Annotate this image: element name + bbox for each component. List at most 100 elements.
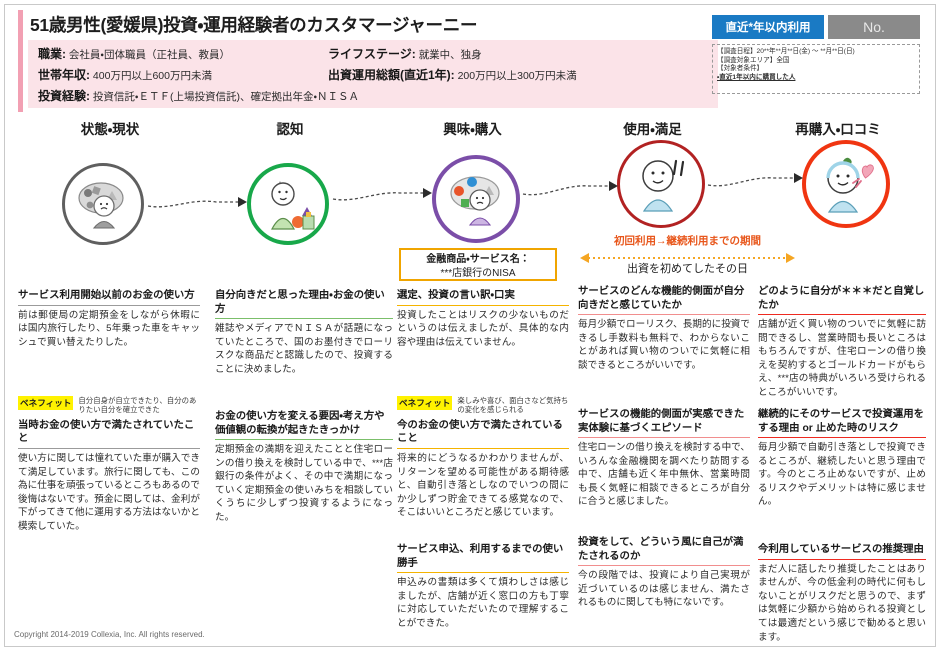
period-label: 初回利用→継続利用までの期間 — [614, 235, 761, 247]
journey-arrow-1 — [146, 192, 248, 214]
cell-rule — [215, 318, 393, 320]
cell-rule — [397, 304, 569, 306]
cell-body: まだ人に話したり推奨したことはありませんが、今の低金利の時代に何もしないことがリ… — [758, 563, 926, 643]
persona-summary-panel: 職業: 会社員・団体職員（正社員、教員） 世帯年収: 400万円以上600万円未… — [28, 40, 718, 108]
cell-row2-col1: ベネフィット 自分自身が自立できたり、自分のありたい自分を確立できた 当時お金の… — [18, 396, 200, 534]
cell-row3-col5: 今利用しているサービスの推奨理由 まだ人に話したり推奨したことはありませんが、今… — [758, 543, 926, 644]
cell-heading: 自分向きだと思った理由・お金の使い方 — [215, 290, 385, 315]
persona-experience-label: 投資経験: — [38, 89, 90, 103]
cell-row3-col3: サービス申込、利用するまでの使い勝手 申込みの書類は多くて煩わしさは感じましたが… — [397, 543, 569, 630]
persona-experience-value: 投資信託・ＥＴＦ(上場投資信託)、確定拠出年金・ＮＩＳＡ — [92, 91, 360, 103]
stage-label-status: 状態・現状 — [80, 122, 140, 137]
benefit-row: ベネフィット 楽しみや喜び、面白さなど気持ちの変化を感じられる — [397, 396, 569, 415]
cell-heading: 今のお金の使い方で満たされていること — [397, 419, 563, 445]
service-name-box: 金融商品・サービス名： ***店銀行のNISA — [399, 248, 557, 281]
survey-line-area: 【調査対象エリア】全国 — [717, 56, 790, 64]
persona-occupation: 職業: 会社員・団体職員（正社員、教員） — [38, 45, 230, 62]
stage-circle-interest — [432, 155, 520, 243]
persona-amount: 出資運用総額(直近1年): 200万円以上300万円未満 — [328, 66, 577, 83]
survey-line-criteria: 【対象者条件】 — [717, 65, 764, 73]
persona-lifestage-value: 就業中、独身 — [418, 49, 482, 61]
service-name-label: 金融商品・サービス名： — [426, 254, 530, 265]
cell-body: 住宅ローンの借り換えを検討する中で、いろんな金融機関を調べたり訪問する中で、店舗… — [578, 442, 750, 508]
cell-heading: 今利用しているサービスの推奨理由 — [758, 544, 924, 555]
cell-body: 将来的にどうなるかわかりませんが、リターンを望める可能性がある期待感と、自動引き… — [397, 452, 569, 519]
stage-circle-repeat — [802, 140, 890, 228]
journey-arrow-4 — [706, 170, 804, 192]
cell-body: 毎月少額でローリスク、長期的に投資できるし手数料も無料で、わからないことがあれば… — [578, 319, 750, 371]
cell-row2-col4: サービスの機能的側面が実感できた実体験に基づくエピソード 住宅ローンの借り換えを… — [578, 408, 750, 509]
cell-heading: 継続的にそのサービスで投資運用をする理由 or 止めた時のリスク — [758, 409, 925, 434]
survey-info-box: 【調査日程】20**年**月**日(金) ～ **月**日(日) 【調査対象エリ… — [712, 44, 920, 94]
service-name-value: ***店銀行のNISA — [440, 267, 516, 279]
cell-heading: サービス申込、利用するまでの使い勝手 — [397, 544, 564, 569]
cell-row2-col3: ベネフィット 楽しみや喜び、面白さなど気持ちの変化を感じられる 今のお金の使い方… — [397, 396, 569, 520]
persona-income: 世帯年収: 400万円以上600万円未満 — [38, 66, 212, 83]
benefit-row: ベネフィット 自分自身が自立できたり、自分のありたい自分を確立できた — [18, 396, 200, 415]
cell-row1-col3: 選定、投資の言い訳・口実 投資したことはリスクの少ないものだというのは伝えました… — [397, 289, 569, 349]
cell-rule — [578, 565, 750, 567]
cell-row2-col5: 継続的にそのサービスで投資運用をする理由 or 止めた時のリスク 毎月少額で自動… — [758, 408, 926, 509]
number-badge: No. — [828, 15, 920, 39]
cell-body: 前は郵便局の定期預金をしながら休暇には国内旅行したり、5年乗った車をキャッシュで… — [18, 309, 200, 348]
stage-label-interest: 興味・購入 — [443, 122, 502, 137]
persona-income-value: 400万円以上600万円未満 — [92, 70, 212, 82]
copyright-text: Copyright 2014-2019 Collexia, Inc. All r… — [14, 630, 205, 639]
cell-rule — [397, 447, 569, 449]
period-sub-label: 出資を初めてしたその日 — [627, 263, 748, 275]
journey-arrow-3 — [521, 178, 619, 200]
stage-circle-status — [62, 163, 144, 245]
cell-heading: 投資をして、どういう風に自己が満たされるのか — [578, 537, 744, 562]
cell-heading: サービス利用開始以前のお金の使い方 — [18, 290, 195, 301]
page-title: 51歳男性(愛媛県)投資・運用経験者のカスタマージャーニー — [30, 15, 478, 35]
satisfied-person-icon — [642, 159, 685, 212]
cell-heading: サービスの機能的側面が実感できた実体験に基づくエピソード — [578, 409, 745, 434]
cell-body: 毎月少額で自動引き落としで投資できるところが、継続したいと思う理由です。今のとこ… — [758, 442, 926, 508]
persona-amount-value: 200万円以上300万円未満 — [457, 70, 577, 82]
cell-heading: サービスのどんな機能的側面が自分向きだと感じていたか — [578, 286, 745, 311]
cell-rule — [578, 314, 750, 316]
cell-rule — [18, 304, 200, 306]
cell-rule — [578, 437, 750, 439]
cell-rule — [397, 572, 569, 574]
cell-body: 申込みの書類は多くて煩わしさは感じましたが、店舗が近く窓口の方も丁寧に対応してい… — [397, 577, 569, 629]
cell-rule — [215, 439, 393, 441]
benefit-tag: ベネフィット — [18, 396, 74, 410]
stage-label-usage: 使用・満足 — [623, 122, 682, 137]
benefit-note: 自分自身が自立できたり、自分のありたい自分を確立できた — [78, 396, 197, 415]
thinking-person-icon — [450, 176, 500, 226]
cell-rule — [18, 447, 200, 449]
persona-occupation-label: 職業: — [38, 47, 66, 61]
cell-rule — [758, 558, 926, 560]
survey-line-condition: ・直近1年以内に購買した人 — [717, 74, 796, 82]
persona-lifestage-label: ライフステージ: — [328, 47, 416, 61]
cell-row1-col4: サービスのどんな機能的側面が自分向きだと感じていたか 毎月少額でローリスク、長期… — [578, 285, 750, 372]
cell-body: 使い方に関しては憧れていた車が購入できて満足しています。旅行に関しても、この為に… — [18, 452, 200, 533]
stage-label-repeat: 再購入・口コミ — [795, 122, 881, 137]
recent-use-badge: 直近*年以内利用 — [712, 15, 824, 39]
journey-arrow-2 — [331, 185, 433, 207]
persona-lifestage: ライフステージ: 就業中、独身 — [328, 45, 482, 62]
persona-occupation-value: 会社員・団体職員（正社員、教員） — [68, 49, 230, 61]
cell-row2-col2: お金の使い方を変える要因・考え方や価値観の転換が起きたきっかけ 定期預金の満期を… — [215, 410, 393, 525]
cell-body: 店舗が近く買い物のついでに気軽に訪問できるし、営業時間も長いところはもちろんです… — [758, 319, 926, 399]
cell-row1-col2: 自分向きだと思った理由・お金の使い方 雑誌やメディアでＮＩＳＡが話題になっていた… — [215, 289, 393, 376]
benefit-note: 楽しみや喜び、面白さなど気持ちの変化を感じられる — [457, 396, 569, 415]
cell-rule — [758, 314, 926, 316]
cell-heading: 選定、投資の言い訳・口実 — [397, 290, 515, 301]
cell-body: 今の段階では、投資により自己実現が近づいているのは感じません、満たされるものに関… — [578, 570, 750, 609]
person-with-goods-icon — [271, 181, 315, 230]
cell-body: 投資したことはリスクの少ないものだというのは伝えましたが、具体的な内容や理由は伝… — [397, 309, 569, 348]
cell-heading: どのように自分が＊＊＊だと自覚したか — [758, 286, 925, 311]
persona-amount-label: 出資運用総額(直近1年): — [328, 68, 455, 82]
persona-experience: 投資経験: 投資信託・ＥＴＦ(上場投資信託)、確定拠出年金・ＮＩＳＡ — [38, 87, 359, 104]
header-accent-bar — [18, 10, 23, 112]
stage-circle-awareness — [247, 163, 329, 245]
cell-body: 雑誌やメディアでＮＩＳＡが話題になっていたところで、国のお墨付きでローリスクな商… — [215, 323, 393, 375]
survey-line-schedule: 【調査日程】20**年**月**日(金) ～ **月**日(日) — [717, 48, 855, 55]
stage-label-awareness: 認知 — [276, 122, 304, 137]
cell-heading: 当時お金の使い方で満たされていたこと — [18, 419, 195, 445]
cell-heading: お金の使い方を変える要因・考え方や価値観の転換が起きたきっかけ — [215, 411, 385, 436]
cell-row1-col1: サービス利用開始以前のお金の使い方 前は郵便局の定期預金をしながら休暇には国内旅… — [18, 289, 200, 349]
